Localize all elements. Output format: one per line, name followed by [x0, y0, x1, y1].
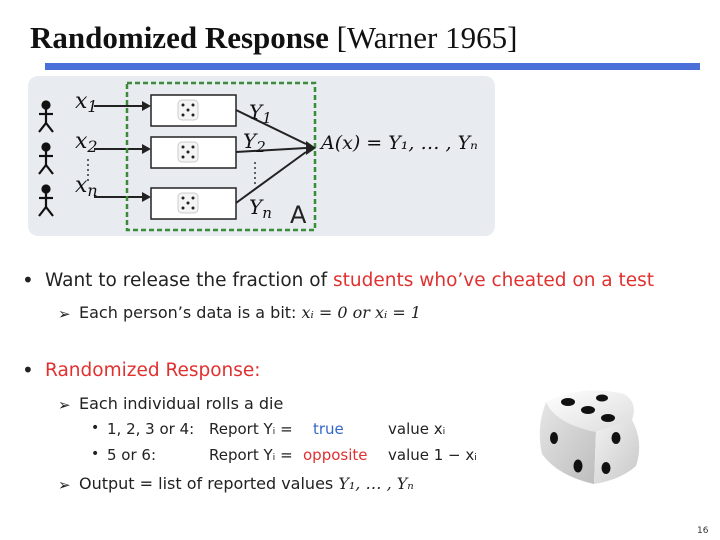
bullet-2-sub-2-math: Y₁, … , Yₙ	[338, 474, 414, 493]
output-subscript: 2	[255, 138, 266, 156]
algorithm-label: A	[290, 201, 307, 229]
randomizer-box	[150, 94, 237, 127]
title-main: Randomized Response	[30, 20, 329, 55]
input-arrows	[94, 101, 151, 202]
person-icon	[38, 100, 54, 133]
input-subscript: n	[87, 181, 97, 200]
bullet-dot: •	[91, 420, 100, 436]
row-1-label: 1, 2, 3 or 4:	[107, 420, 195, 438]
bullet-2-sub-2-text: Output = list of reported values	[79, 474, 339, 493]
row-2-label: 5 or 6:	[107, 446, 157, 464]
arrow-bullet-icon: ➢	[58, 396, 71, 414]
row-2-value-word: opposite	[303, 446, 368, 464]
bullet-1-sub-text: Each person’s data is a bit:	[79, 303, 302, 322]
bullet-1-sub-math: xᵢ = 0 or xᵢ = 1	[301, 303, 421, 322]
bullet-1-sub: Each person’s data is a bit: xᵢ = 0 or x…	[79, 303, 421, 322]
svg-text:xn: xn	[75, 173, 98, 200]
title-underline	[45, 63, 700, 70]
slide-title: Randomized Response [Warner 1965]	[30, 20, 517, 56]
bullet-dot: •	[22, 358, 34, 382]
svg-text:Y2: Y2	[243, 129, 266, 156]
person-icon	[38, 142, 54, 175]
bullet-dot: •	[22, 268, 34, 292]
input-subscript: 1	[87, 97, 97, 116]
row-2-report: Report Yᵢ =	[209, 446, 293, 464]
dice-icon	[177, 192, 199, 214]
arrow-bullet-icon: ➢	[58, 305, 71, 323]
dice-illustration	[539, 390, 640, 484]
bullet-1-highlight: students who’ve cheated on a test	[333, 270, 655, 291]
algorithm-formula: A(x) = Y₁, … , Yₙ	[319, 132, 478, 154]
svg-text:Y1: Y1	[249, 100, 272, 127]
randomizer-box	[150, 136, 237, 169]
dice-icon	[177, 141, 199, 163]
output-subscript: n	[262, 204, 272, 222]
output-label: Y	[243, 129, 258, 153]
bullet-2-sub-2: Output = list of reported values Y₁, … ,…	[79, 474, 414, 493]
diagram-panel	[28, 76, 495, 236]
svg-text:Yn: Yn	[249, 195, 272, 222]
input-label: x	[75, 173, 88, 198]
bullet-2: Randomized Response:	[45, 360, 261, 381]
vertical-ellipsis	[254, 162, 256, 184]
row-1-report: Report Yᵢ =	[209, 420, 293, 438]
output-arrows	[235, 109, 316, 204]
output-subscript: 1	[262, 109, 272, 127]
row-1-value: value xᵢ	[388, 420, 446, 438]
randomizer-box	[150, 187, 237, 220]
bullet-1: Want to release the fraction of students…	[45, 270, 654, 291]
bullet-2-sub-1: Each individual rolls a die	[79, 394, 284, 413]
arrow-bullet-icon: ➢	[58, 476, 71, 494]
row-1-value-word: true	[313, 420, 344, 438]
bullet-dot: •	[91, 446, 100, 462]
row-2-value: value 1 − xᵢ	[388, 446, 477, 464]
vertical-ellipsis	[87, 159, 89, 181]
title-citation: [Warner 1965]	[336, 20, 518, 55]
bullet-1-text: Want to release the fraction of	[45, 270, 333, 291]
output-label: Y	[249, 100, 264, 124]
randomized-response-diagram: x1 x2 xn	[38, 81, 478, 232]
svg-text:x2: x2	[75, 129, 98, 156]
page-number: 16	[697, 526, 709, 536]
dice-icon	[177, 99, 199, 121]
person-icon	[38, 184, 54, 217]
input-label: x	[75, 129, 88, 154]
input-label: x	[75, 89, 88, 114]
svg-text:x1: x1	[75, 89, 98, 116]
output-label: Y	[249, 195, 264, 219]
input-subscript: 2	[86, 137, 97, 156]
algorithm-box	[125, 81, 317, 232]
